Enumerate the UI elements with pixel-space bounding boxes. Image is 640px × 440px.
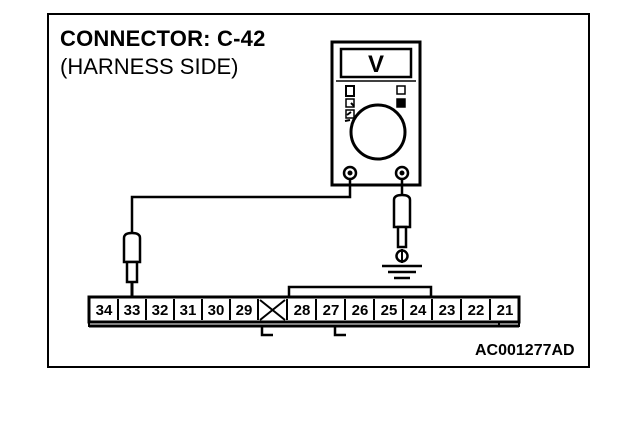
pin-27: 27: [323, 302, 340, 319]
pin-24: 24: [410, 302, 427, 319]
pin-29: 29: [236, 302, 253, 319]
connector-subtitle: (HARNESS SIDE): [60, 54, 239, 79]
pin-28: 28: [294, 302, 311, 319]
test-lead-right: [392, 179, 412, 263]
pin-21: 21: [497, 302, 514, 319]
pin-34: 34: [96, 302, 113, 319]
connector-title: CONNECTOR: C-42: [60, 26, 266, 51]
pin-vacant: [259, 299, 286, 321]
pin-22: 22: [468, 302, 485, 319]
meter-symbol: V: [368, 51, 384, 78]
ground-symbol: [382, 264, 422, 280]
pin-31: 31: [180, 302, 197, 319]
pin-row: 34 33 32 31 30 29 28 27 26 25 24 23 22 2…: [96, 299, 514, 321]
pin-32: 32: [152, 302, 169, 319]
pin-26: 26: [352, 302, 369, 319]
voltmeter: V: [330, 40, 422, 187]
pin-33: 33: [124, 302, 141, 319]
connector-c42: [87, 285, 521, 337]
pin-23: 23: [439, 302, 456, 319]
figure-code: AC001277AD: [475, 342, 575, 359]
test-lead-left: [122, 179, 352, 298]
pin-25: 25: [381, 302, 398, 319]
pin-30: 30: [208, 302, 225, 319]
